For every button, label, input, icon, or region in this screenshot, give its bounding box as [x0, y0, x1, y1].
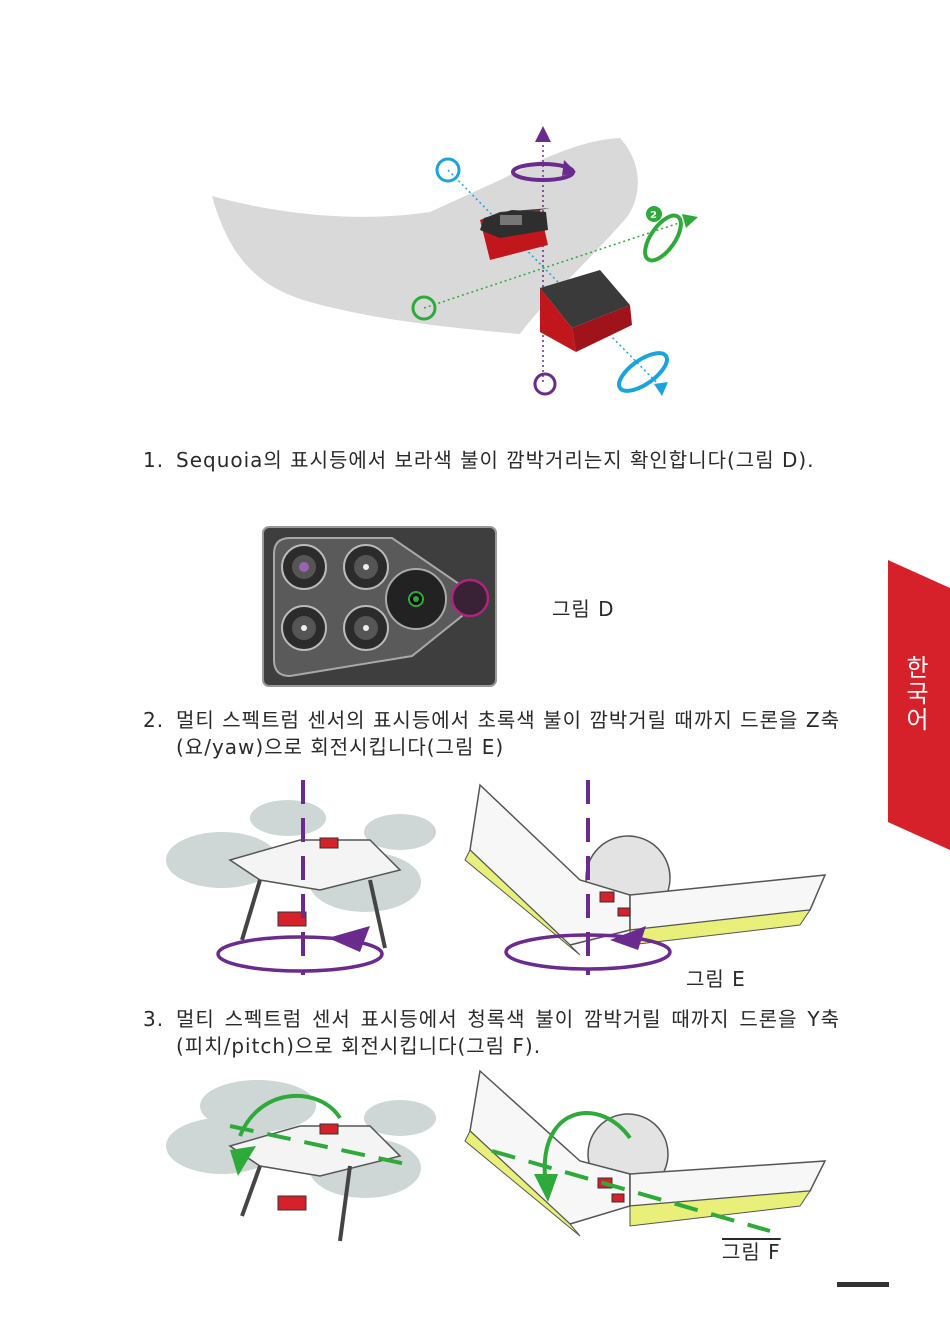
language-tab-label: 한국어: [898, 655, 933, 733]
sensor-axes-illustration: 2: [200, 120, 720, 410]
step-text: 멀티 스펙트럼 센서의 표시등에서 초록색 불이 깜박거릴 때까지 드론을 Z축…: [176, 707, 840, 761]
language-tab: 한국어: [888, 560, 950, 850]
step-text: 멀티 스펙트럼 센서 표시등에서 청록색 불이 깜박거릴 때까지 드론을 Y축(…: [176, 1006, 840, 1060]
page-marker: [837, 1282, 889, 1287]
pitch-rotation-figure: [160, 1066, 850, 1256]
step-2: 2. 멀티 스펙트럼 센서의 표시등에서 초록색 불이 깜박거릴 때까지 드론을…: [143, 707, 840, 761]
yaw-rotation-figure: [160, 780, 850, 980]
fixed-wing-drone: [465, 1071, 825, 1236]
caption-figure-f: 그림 F: [722, 1236, 781, 1265]
step-number: 2.: [143, 707, 164, 734]
caption-figure-d: 그림 D: [552, 593, 615, 622]
step-1: 1. Sequoia의 표시등에서 보라색 불이 깜박거리는지 확인합니다(그림…: [143, 447, 840, 474]
step-3: 3. 멀티 스펙트럼 센서 표시등에서 청록색 불이 깜박거릴 때까지 드론을 …: [143, 1006, 840, 1060]
caption-figure-e: 그림 E: [686, 963, 746, 992]
step-text: Sequoia의 표시등에서 보라색 불이 깜박거리는지 확인합니다(그림 D)…: [176, 447, 840, 474]
fixed-wing-drone: [465, 785, 825, 955]
sensor-front-figure: [262, 526, 498, 688]
svg-text:2: 2: [650, 210, 657, 221]
step-number: 3.: [143, 1006, 164, 1033]
step-number: 1.: [143, 447, 164, 474]
